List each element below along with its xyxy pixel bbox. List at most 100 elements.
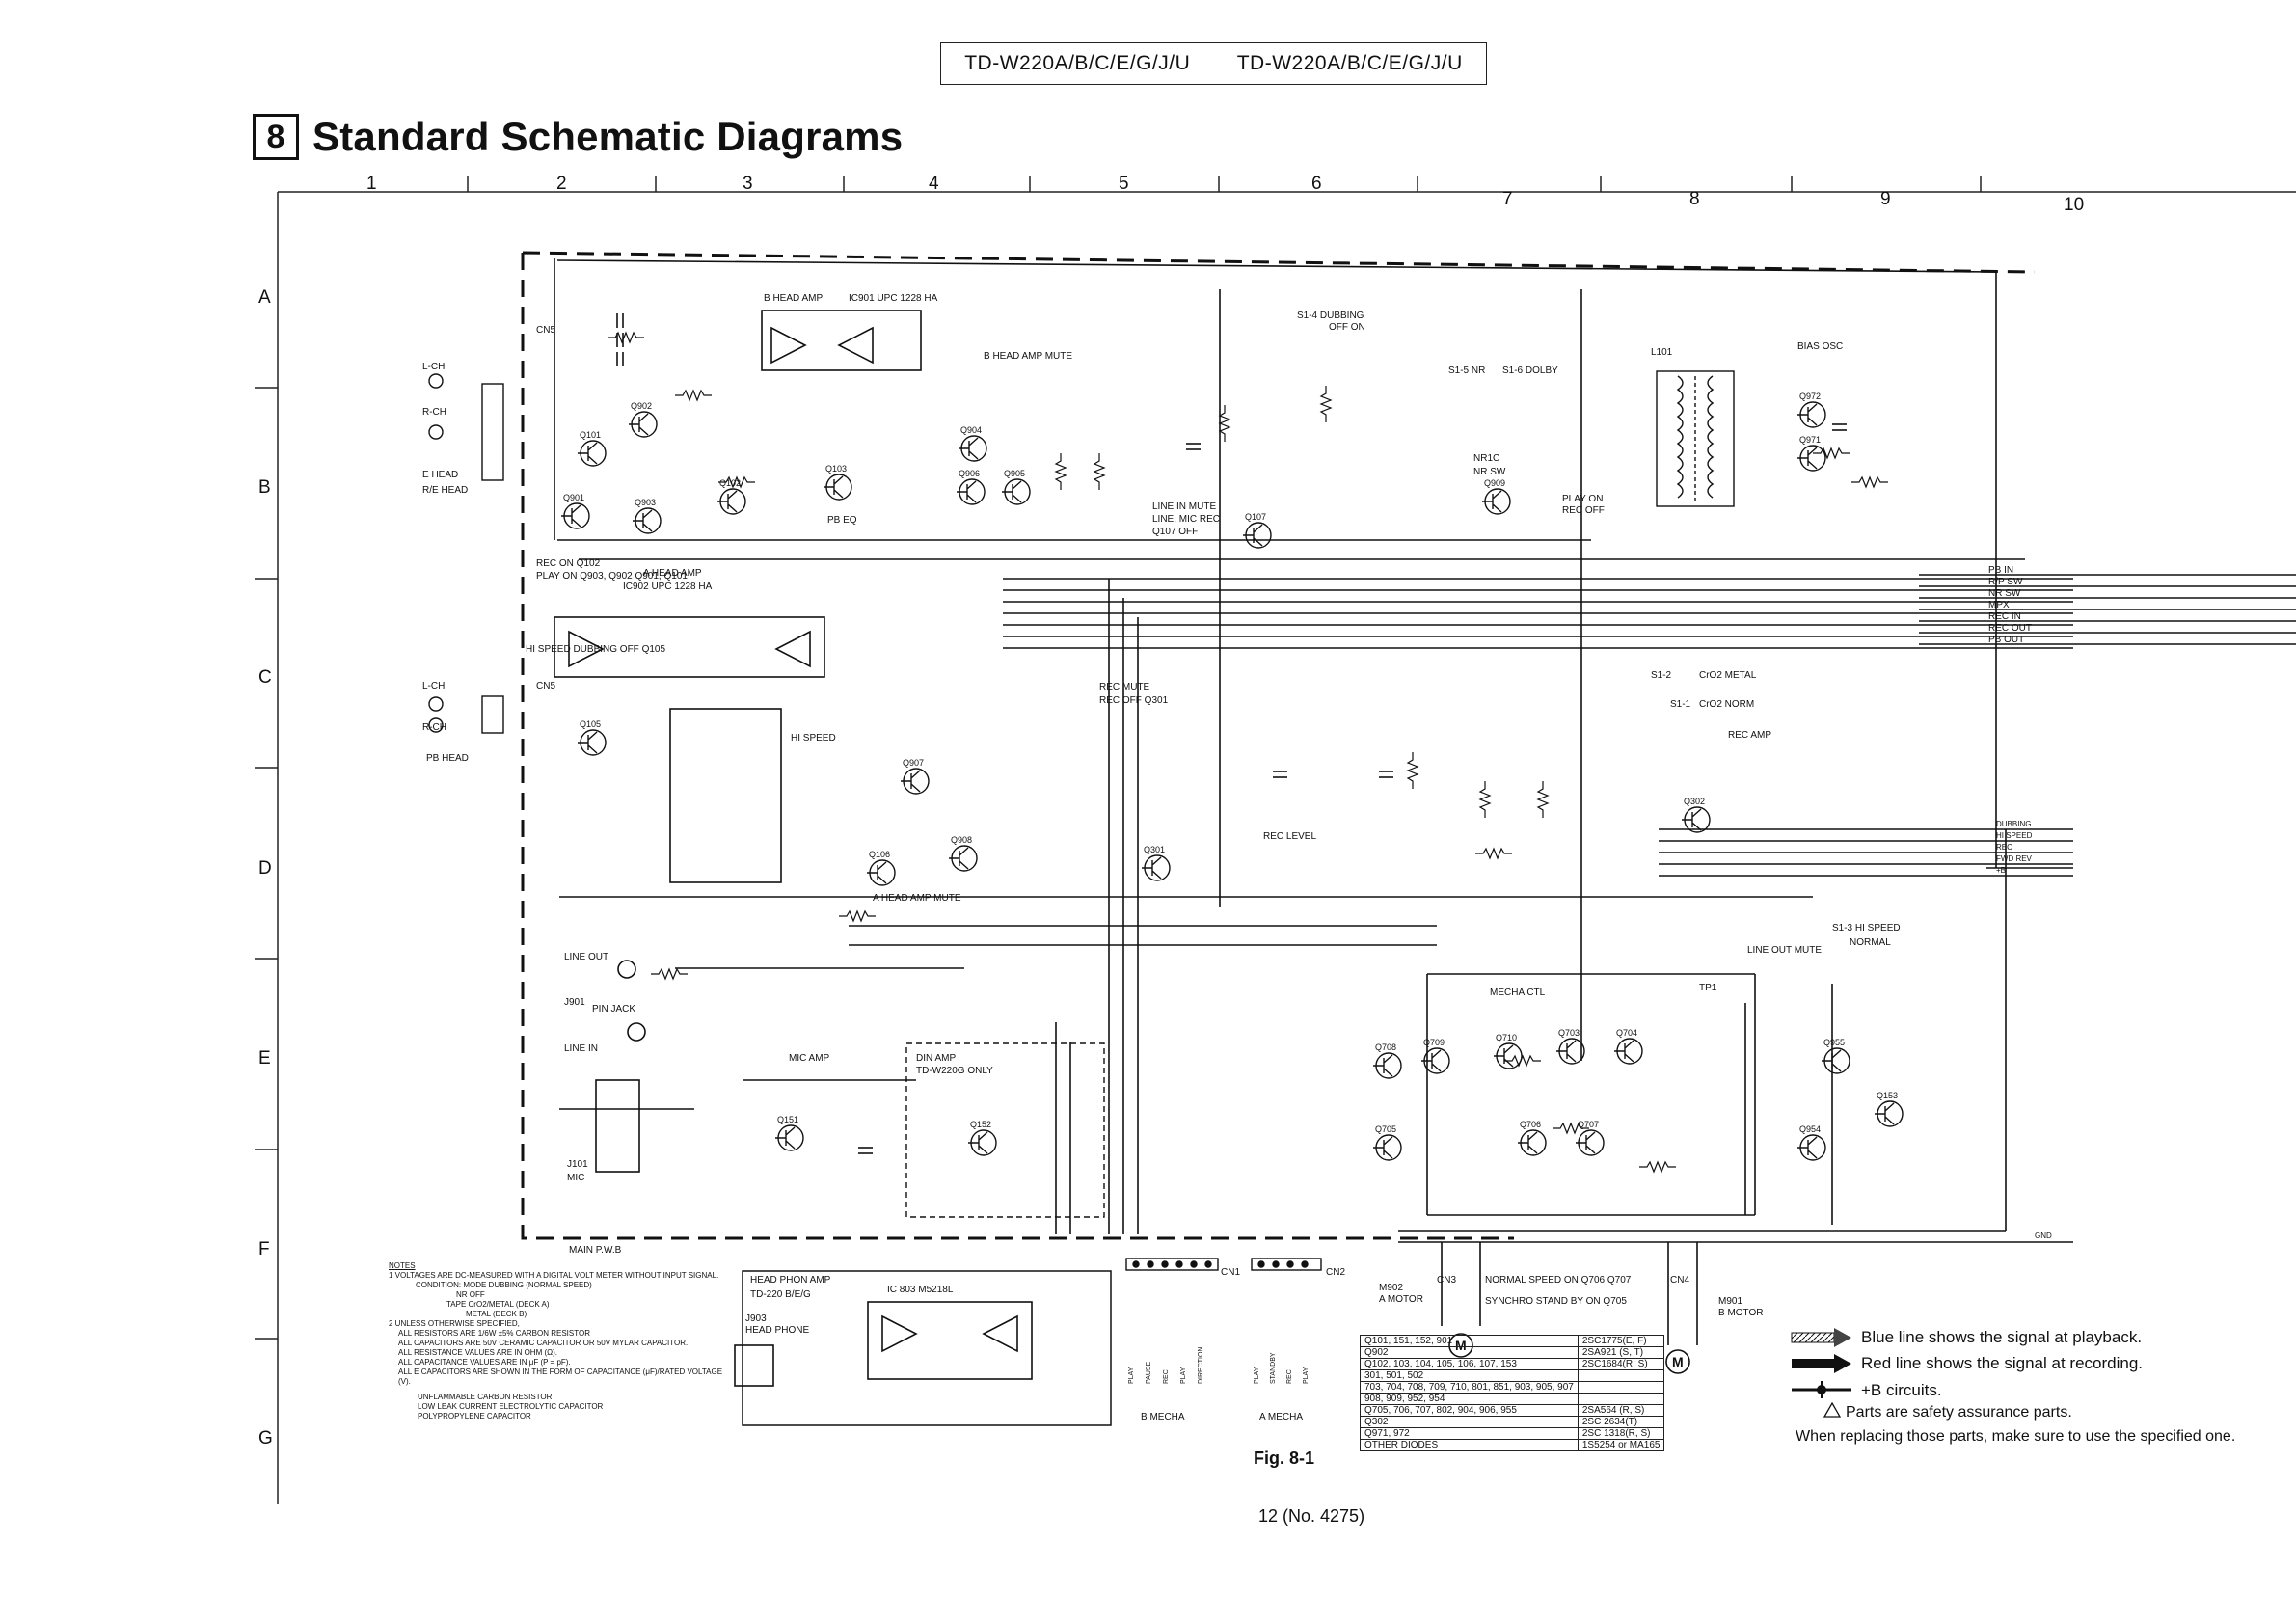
block-label: LINE, MIC REC bbox=[1152, 514, 1220, 525]
channel-label: L-CH bbox=[422, 362, 445, 372]
note-label: REC ON Q102 bbox=[536, 558, 601, 569]
col-label: 10 bbox=[2064, 195, 2084, 215]
block-label: Q107 OFF bbox=[1152, 527, 1198, 537]
transistor-q153: Q153 bbox=[1875, 1091, 1904, 1127]
transistor-label: Q103 bbox=[825, 464, 847, 474]
transistor-q908: Q908 bbox=[949, 835, 978, 872]
parts-ref: Q971, 972 bbox=[1360, 1427, 1579, 1440]
notes-line: NR OFF bbox=[456, 1290, 485, 1299]
legend-safety: Parts are safety assurance parts. bbox=[1846, 1404, 2072, 1421]
pin-label: PAUSE bbox=[1146, 1361, 1152, 1384]
signal-label: +B bbox=[1996, 866, 2006, 875]
parts-ref: 908, 909, 952, 954 bbox=[1360, 1393, 1579, 1405]
block-label: TD-220 B/E/G bbox=[750, 1289, 811, 1300]
parts-ref: 301, 501, 502 bbox=[1360, 1369, 1579, 1382]
transistor-q907: Q907 bbox=[901, 758, 930, 795]
motor-label: B MOTOR bbox=[1718, 1308, 1763, 1318]
transistor-q302: Q302 bbox=[1682, 797, 1711, 833]
switch-label: OFF ON bbox=[1329, 322, 1365, 333]
transistor-q707: Q707 bbox=[1576, 1120, 1605, 1156]
legend-b-circuit: +B circuits. bbox=[1861, 1381, 1942, 1399]
transistor-label: Q153 bbox=[1877, 1091, 1898, 1100]
transistor-label: Q107 bbox=[1245, 512, 1266, 522]
note-label: NORMAL SPEED ON Q706 Q707 bbox=[1485, 1275, 1632, 1286]
jack-label: MIC bbox=[567, 1173, 584, 1183]
transistor-q107: Q107 bbox=[1243, 512, 1272, 549]
pin-label: REC bbox=[1286, 1369, 1293, 1384]
row-label: G bbox=[258, 1428, 273, 1448]
transistor-q901: Q901 bbox=[561, 493, 590, 529]
connector-label: CN5 bbox=[536, 681, 555, 691]
note-label: PLAY ON Q903, Q902 Q901, Q101 bbox=[536, 571, 688, 582]
parts-type: 2SC 2634(T) bbox=[1577, 1416, 1665, 1428]
transistor-q101: Q101 bbox=[578, 430, 607, 467]
transistor-label: Q102 bbox=[719, 478, 741, 488]
parts-type: 2SA921 (S, T) bbox=[1577, 1346, 1665, 1359]
legend-replace: When replacing those parts, make sure to… bbox=[1796, 1428, 2235, 1445]
switch-label: CrO2 METAL bbox=[1699, 670, 1757, 681]
note-label: HI SPEED DUBBING OFF Q105 bbox=[526, 644, 665, 655]
col-label: 4 bbox=[929, 174, 939, 194]
transistor-q708: Q708 bbox=[1373, 1042, 1402, 1079]
transistor-q902: Q902 bbox=[629, 401, 658, 438]
transistor-label: Q705 bbox=[1375, 1124, 1396, 1134]
connector-label: CN3 bbox=[1437, 1275, 1456, 1286]
block-label: PB EQ bbox=[827, 515, 857, 526]
channel-label: R-CH bbox=[422, 722, 446, 733]
notes-line: UNFLAMMABLE CARBON RESISTOR bbox=[418, 1393, 553, 1401]
transistor-label: Q704 bbox=[1616, 1028, 1637, 1038]
pin-label: STANDBY bbox=[1270, 1352, 1277, 1384]
block-label: REC OFF Q301 bbox=[1099, 695, 1169, 706]
transistor-q904: Q904 bbox=[959, 425, 987, 462]
pin-label: PLAY bbox=[1303, 1367, 1310, 1384]
block-label: TD-W220G ONLY bbox=[916, 1066, 993, 1076]
signal-label: PB IN bbox=[1988, 565, 2013, 576]
transistor-q954: Q954 bbox=[1797, 1124, 1826, 1161]
page-title: 8 Standard Schematic Diagrams bbox=[253, 114, 903, 160]
notes-line: ALL RESISTANCE VALUES ARE IN OHM (Ω). bbox=[398, 1348, 557, 1357]
block-label: LINE IN bbox=[564, 1043, 598, 1054]
parts-type bbox=[1577, 1369, 1665, 1382]
notes-line: METAL (DECK B) bbox=[466, 1310, 527, 1318]
transistor-label: Q706 bbox=[1520, 1120, 1541, 1129]
row-label: B bbox=[258, 477, 271, 498]
mecha-pin-labels: PLAY PAUSE REC PLAY DIRECTION PLAY STAND… bbox=[1128, 1347, 1310, 1385]
parts-ref: 703, 704, 708, 709, 710, 801, 851, 903, … bbox=[1360, 1381, 1579, 1394]
parts-type: 2SC 1318(R, S) bbox=[1577, 1427, 1665, 1440]
transistor-label: Q302 bbox=[1684, 797, 1705, 806]
transistor-label: Q954 bbox=[1799, 1124, 1821, 1134]
parts-ref: Q102, 103, 104, 105, 106, 107, 153 bbox=[1360, 1358, 1579, 1370]
page-number: 12 (No. 4275) bbox=[1258, 1506, 1365, 1526]
transistor-q905: Q905 bbox=[1002, 469, 1031, 505]
block-label: B HEAD AMP bbox=[764, 293, 823, 304]
notes-line: CONDITION: MODE DUBBING (NORMAL SPEED) bbox=[416, 1281, 592, 1289]
transistor-label: Q901 bbox=[563, 493, 584, 502]
b-circuit-icon bbox=[1792, 1381, 1851, 1398]
signal-label: FWD REV bbox=[1996, 854, 2033, 863]
legend-blue: Blue line shows the signal at playback. bbox=[1861, 1328, 2142, 1346]
transistor-q710: Q710 bbox=[1494, 1033, 1523, 1069]
parts-row: 301, 501, 502 bbox=[1360, 1369, 1665, 1382]
transistor-q151: Q151 bbox=[775, 1115, 804, 1151]
mecha-label: A MECHA bbox=[1259, 1412, 1303, 1422]
legend-symbols bbox=[1791, 1328, 1851, 1418]
switch-label: S1-6 DOLBY bbox=[1502, 365, 1558, 376]
switch-label: S1-5 NR bbox=[1448, 365, 1485, 376]
switch-label: S1-4 DUBBING bbox=[1297, 311, 1364, 321]
transistor-label: Q908 bbox=[951, 835, 972, 845]
transistor-q906: Q906 bbox=[957, 469, 986, 505]
transistor-label: Q703 bbox=[1558, 1028, 1580, 1038]
col-label: 1 bbox=[366, 174, 377, 194]
notes-line: ALL RESISTORS ARE 1/6W ±5% CARBON RESIST… bbox=[398, 1329, 590, 1338]
connector-label: CN1 bbox=[1221, 1267, 1240, 1278]
notes-line: 1 VOLTAGES ARE DC-MEASURED WITH A DIGITA… bbox=[389, 1271, 719, 1280]
transistor-label: Q905 bbox=[1004, 469, 1025, 478]
mecha-label: B MECHA bbox=[1141, 1412, 1185, 1422]
head-label: R/E HEAD bbox=[422, 485, 468, 496]
model-header: TD-W220A/B/C/E/G/J/U TD-W220A/B/C/E/G/J/… bbox=[940, 42, 1487, 85]
transistor-label: Q101 bbox=[580, 430, 601, 440]
parts-row: 703, 704, 708, 709, 710, 801, 851, 903, … bbox=[1360, 1381, 1665, 1394]
col-label: 7 bbox=[1502, 189, 1513, 209]
